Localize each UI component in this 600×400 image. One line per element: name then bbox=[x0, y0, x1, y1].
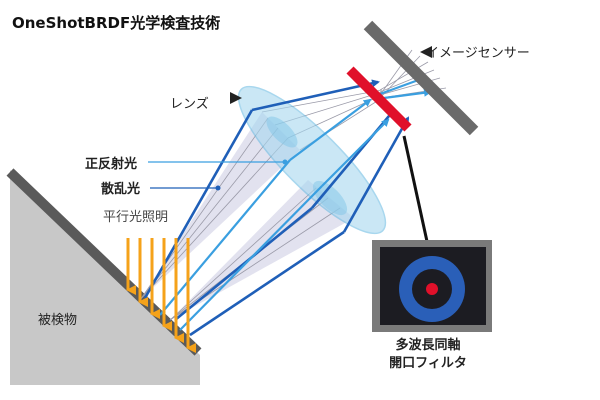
page-title: OneShotBRDF光学検査技術 bbox=[12, 12, 220, 33]
filter-photo bbox=[372, 240, 492, 332]
filter-center-dot bbox=[426, 283, 438, 295]
specular-label: 正反射光 bbox=[85, 153, 137, 172]
filter-label-line2: 開口フィルタ bbox=[368, 355, 488, 373]
object-label: 被検物 bbox=[38, 309, 77, 328]
filter-pointer-line bbox=[404, 136, 428, 246]
filter-label: 多波長同軸 開口フィルタ bbox=[368, 337, 488, 373]
lens-label: レンズ bbox=[170, 93, 209, 112]
specular-leader-dot bbox=[283, 160, 288, 165]
parallel-light-label: 平行光照明 bbox=[103, 206, 168, 225]
scattered-leader-dot bbox=[216, 186, 221, 191]
filter-label-line1: 多波長同軸 bbox=[368, 337, 488, 355]
aperture-filter bbox=[346, 66, 411, 131]
image-sensor bbox=[364, 21, 479, 136]
scattered-label: 散乱光 bbox=[101, 178, 140, 197]
image-sensor-label: イメージセンサー bbox=[426, 42, 530, 61]
